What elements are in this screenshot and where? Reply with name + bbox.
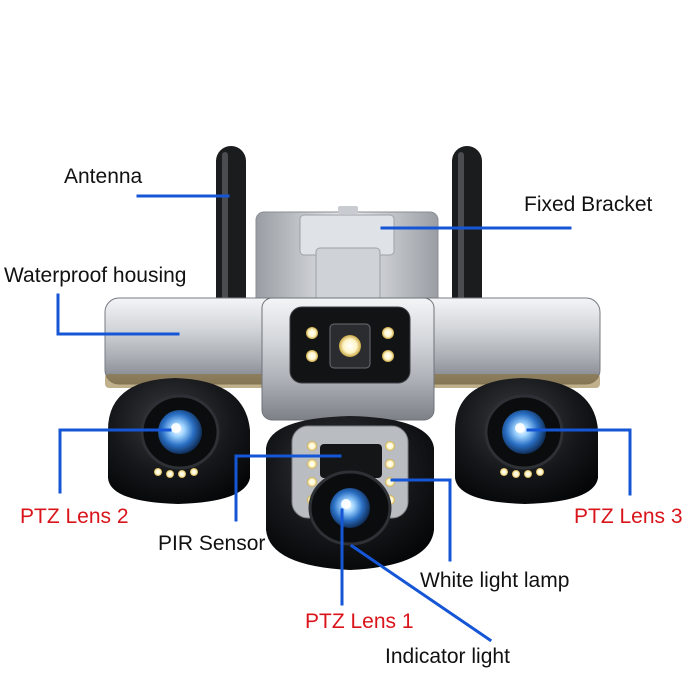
- label-pir-sensor: PIR Sensor: [158, 532, 265, 555]
- antenna-right: [452, 146, 482, 316]
- center-light-module: [261, 297, 435, 421]
- label-white-light-lamp: White light lamp: [420, 569, 569, 592]
- ptz-dome-left: [108, 378, 250, 504]
- leader-pir-sensor: [234, 454, 342, 522]
- label-fixed-bracket: Fixed Bracket: [524, 193, 653, 216]
- leader-indicator-light: [349, 543, 493, 643]
- label-ptz-lens-1: PTZ Lens 1: [305, 610, 414, 633]
- label-indicator-light: Indicator light: [385, 645, 510, 668]
- label-waterproof-housing: Waterproof housing: [4, 264, 187, 287]
- label-antenna: Antenna: [64, 165, 143, 188]
- leader-white-light-lamp: [390, 478, 452, 562]
- leader-ptz-lens-2: [58, 428, 172, 494]
- fixed-bracket: [255, 206, 439, 313]
- leader-ptz-lens-3: [526, 428, 632, 496]
- ptz-dome-center: [266, 416, 434, 570]
- label-ptz-lens-3: PTZ Lens 3: [574, 505, 683, 528]
- antenna-left: [216, 146, 246, 316]
- label-ptz-lens-2: PTZ Lens 2: [20, 505, 129, 528]
- leader-waterproof-housing: [56, 293, 180, 336]
- ptz-dome-right: [455, 378, 598, 504]
